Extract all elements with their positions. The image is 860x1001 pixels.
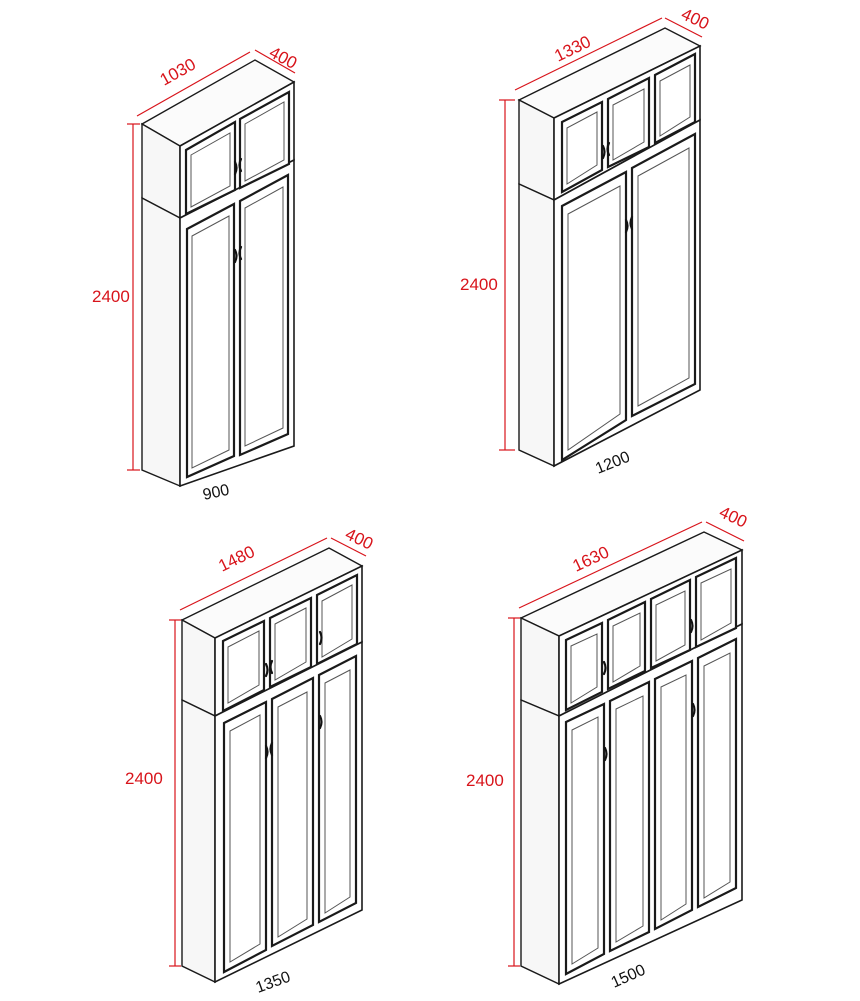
w3-depth-label: 400 <box>342 524 376 553</box>
wardrobe-3 <box>169 537 367 984</box>
wardrobe-4 <box>508 521 745 986</box>
w3-height-label: 2400 <box>125 769 163 788</box>
w2-height-label: 2400 <box>460 275 498 294</box>
w1-depth-label: 400 <box>266 43 300 73</box>
w1-base-width-label: 900 <box>201 482 231 504</box>
wardrobe-1 <box>127 49 296 488</box>
w4-depth-label: 400 <box>716 502 750 531</box>
w3-base-width-label: 1350 <box>254 969 293 997</box>
w3-width-label: 1480 <box>215 542 257 576</box>
w2-width-label: 1330 <box>551 32 593 66</box>
wardrobe-2 <box>499 17 703 468</box>
w2-depth-label: 400 <box>678 4 712 33</box>
w4-height-label: 2400 <box>466 771 504 790</box>
w1-height-label: 2400 <box>92 287 130 306</box>
w4-base-width-label: 1500 <box>609 962 649 992</box>
w4-width-label: 1630 <box>570 542 612 575</box>
w2-base-width-label: 1200 <box>593 449 632 478</box>
